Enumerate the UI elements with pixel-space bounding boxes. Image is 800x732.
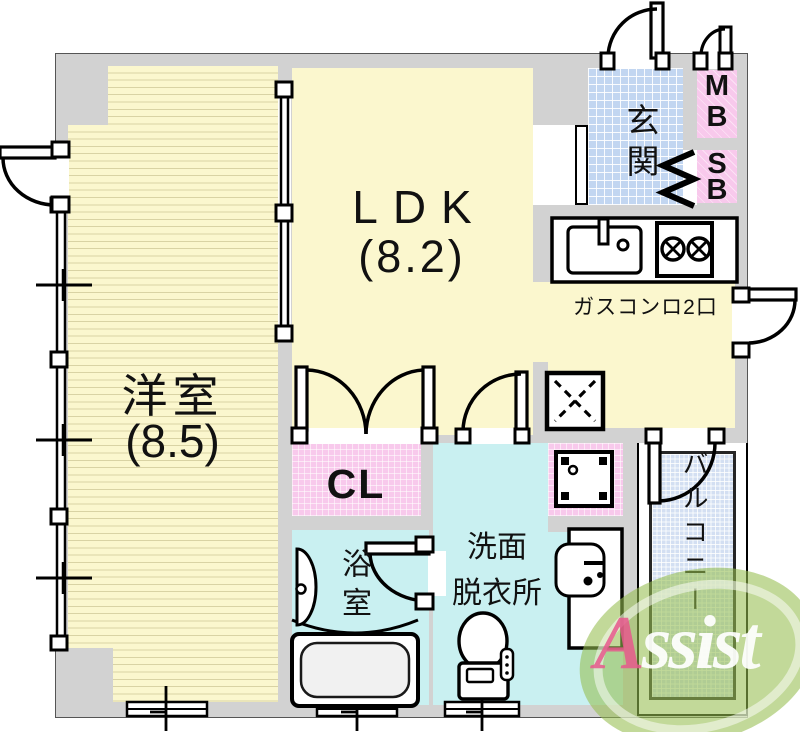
assist-logo-letter-a: A: [594, 601, 645, 685]
label-entrance: 玄関: [622, 103, 659, 185]
window-partition: [274, 80, 294, 343]
window-bottom-wall: [125, 686, 521, 731]
bathtub: [290, 618, 420, 708]
exterior-door-left: [0, 140, 71, 214]
room-closet: [292, 443, 421, 516]
assist-logo-rest: ssist: [641, 601, 761, 685]
meter-box: [697, 70, 737, 138]
exterior-door-right: [731, 286, 798, 359]
door-gap-closet: [306, 428, 423, 444]
door-gap-right: [732, 301, 751, 344]
bath-door: [364, 535, 435, 611]
washroom-door: [454, 370, 531, 445]
closet-double-doors: [290, 365, 439, 445]
room-western: [68, 125, 278, 702]
wall-corner-block: [57, 648, 113, 716]
label-washroom-line2: 脱衣所: [452, 577, 542, 610]
label-washroom-line1: 洗面: [467, 531, 527, 564]
label-meter-box: M B: [704, 70, 730, 133]
toilet: [457, 611, 515, 701]
gas-stove: [655, 221, 714, 278]
water-heater: [554, 450, 614, 508]
wall-post: [575, 125, 588, 205]
assist-logo-text: Assist: [594, 600, 761, 687]
label-closet: CL: [326, 461, 386, 507]
room-ldk: [292, 68, 533, 435]
wall-stub-laundry: [533, 362, 548, 443]
shoe-box-bifold-door: [655, 149, 702, 209]
label-ldk: LDK: [352, 181, 487, 233]
label-washroom: 洗面 脱衣所: [438, 525, 556, 617]
label-shoe-box: S B: [706, 148, 728, 206]
label-gas-stove-note: ガスコンロ2口: [573, 296, 718, 319]
door-gap-entrance: [612, 51, 657, 69]
label-western-room-size: (8.5): [125, 415, 220, 467]
door-gap-balcony: [660, 428, 710, 444]
label-ldk-size: (8.2): [358, 231, 466, 282]
entrance-door: [599, 1, 671, 71]
label-western-room: 洋室: [121, 370, 224, 422]
kitchen-sink: [566, 217, 643, 275]
shoe-box: [697, 150, 737, 203]
label-bath: 浴室: [337, 548, 370, 626]
door-gap-bath: [428, 551, 446, 596]
balcony-door: [644, 427, 726, 505]
washing-machine-pan: [544, 370, 606, 432]
door-gap-mb: [705, 51, 720, 69]
door-gap-washroom: [469, 428, 516, 444]
door-gap-left: [51, 155, 69, 199]
room-western-top-strip: [108, 66, 278, 127]
entrance-step: [533, 125, 575, 205]
meter-box-door: [692, 25, 734, 71]
bath-mirror-unit: [295, 547, 318, 627]
room-entrance: [588, 68, 683, 205]
